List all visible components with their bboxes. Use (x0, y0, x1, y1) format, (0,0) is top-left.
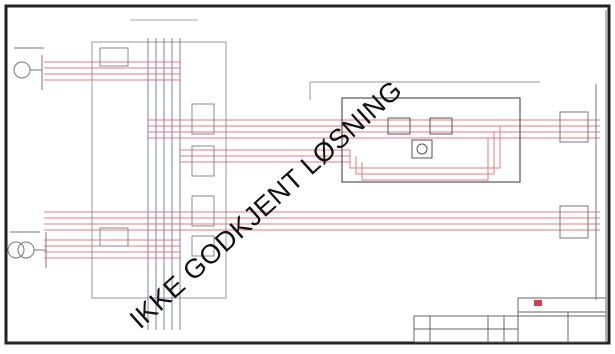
supply-transformer-top (13, 47, 44, 90)
control-box-wiring (349, 126, 501, 181)
control-box-components (387, 117, 453, 159)
supply-transformer-bottom (7, 231, 47, 268)
red-wires-upper (44, 61, 180, 81)
red-wires-lower (44, 211, 600, 259)
main-panel-box (91, 41, 227, 299)
title-block-logo (534, 300, 542, 306)
control-box (341, 97, 521, 183)
red-wires-middle (148, 119, 600, 163)
title-block (413, 297, 607, 343)
right-terminals (559, 84, 597, 300)
panel-breakers (99, 47, 215, 257)
vertical-busbars (147, 38, 181, 330)
